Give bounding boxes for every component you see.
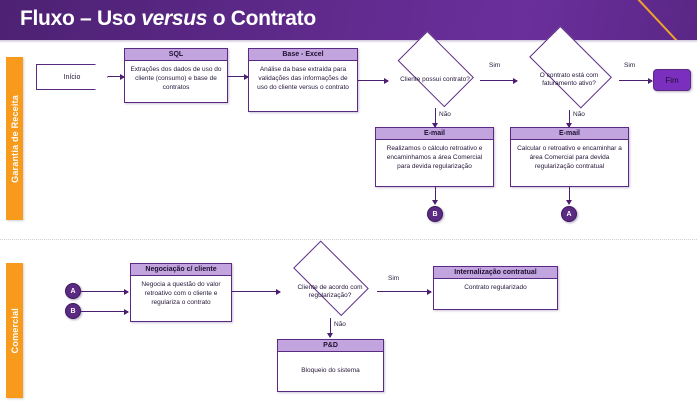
arrow-email2-to-connectora-head [565,200,572,205]
arrow-negociacao-to-decision3-line [232,291,280,292]
lane-label-garantia-de-receita: Garantia de Receita [6,57,23,220]
connector-in-b[interactable]: B [65,303,81,319]
process-box-internalizacao-title: Internalização contratual [434,267,557,279]
decision-diamond-shape [293,240,369,317]
decision-label: O contrato está com faturamento ativo? [539,71,599,88]
connector-out-b[interactable]: B [427,206,443,222]
decision-label: Cliente de acordo com regularização? [297,283,363,300]
process-box-email1-title: E-mail [376,128,493,140]
slide-header: Fluxo – Uso versus o Contrato [0,0,697,40]
arrow-decision1-nao-head [431,123,438,128]
process-box-ped-title: P&D [278,340,383,352]
edge-label-decision2-sim: Sim [624,62,636,69]
connector-in-a[interactable]: A [65,283,81,299]
end-node-fim[interactable]: Fim [653,69,691,91]
process-box-base-excel[interactable]: Base - Excel Análise da base extraída pa… [248,48,358,112]
decision-faturamento-ativo[interactable]: O contrato está com faturamento ativo? [519,25,619,110]
arrow-inicio-to-sql-line [108,76,124,77]
process-box-email-retroativo[interactable]: E-mail Realizamos o cálculo retroativo e… [375,127,494,187]
arrow-connectorb-to-negociacao-head [124,308,129,315]
process-box-base-excel-body: Análise da base extraída para validações… [257,66,349,91]
arrow-sql-to-excel-line [228,76,248,77]
gold-diagonal-accent [629,0,697,40]
header-shadow [0,40,697,43]
lane-label-comercial: Comercial [6,263,23,398]
arrow-sql-to-excel-head [244,73,249,80]
arrow-decision3-nao-head [326,333,333,338]
page-title-part1: Fluxo – Uso [20,7,142,30]
arrow-email1-to-connectorb-head [431,200,438,205]
arrow-inicio-to-sql-head [120,73,125,80]
arrow-email2-to-connectora-line [569,187,570,203]
arrow-decision2-sim-line [619,80,652,81]
page-title-part2: o Contrato [207,7,316,30]
edge-label-decision3-sim: Sim [388,275,400,282]
arrow-negociacao-to-decision3-head [276,288,281,295]
process-box-email2-body: Calcular o retroativo e encaminhar a áre… [517,145,622,170]
decision-label: Cliente possui contrato? [400,75,470,83]
arrow-decision1-sim-head [513,77,518,84]
arrow-decision2-sim-head [648,77,653,84]
connector-label: A [566,210,572,218]
arrow-excel-to-decision1-line [358,80,388,81]
decision-cliente-possui-contrato[interactable]: Cliente possui contrato? [390,31,480,108]
decision-cliente-de-acordo[interactable]: Cliente de acordo com regularização? [283,240,377,318]
connector-label: A [70,287,76,295]
process-box-negociacao-cliente[interactable]: Negociação c/ cliente Negocia a questão … [130,263,232,322]
lane-divider [0,239,697,240]
arrow-connectora-to-negociacao-line [81,291,128,292]
start-node-label: Início [63,73,81,81]
edge-label-decision1-nao: Não [439,111,451,118]
process-box-internalizacao-body: Contrato regularizado [464,284,527,291]
arrow-decision3-sim-line [377,291,431,292]
process-box-sql[interactable]: SQL Extrações dos dados de uso do client… [124,48,228,103]
end-node-label: Fim [665,75,679,85]
process-box-email2-title: E-mail [511,128,628,140]
lane-label-text: Garantia de Receita [9,94,20,183]
page-title-emphasis: versus [141,7,208,30]
process-box-sql-title: SQL [125,49,227,61]
arrow-email1-to-connectorb-line [435,187,436,203]
connector-label: B [432,210,438,218]
arrow-decision3-sim-head [427,288,432,295]
page-title: Fluxo – Uso versus o Contrato [20,7,316,31]
process-box-sql-body: Extrações dos dados de uso do cliente (c… [130,66,222,91]
process-box-internalizacao-contratual[interactable]: Internalização contratual Contrato regul… [433,266,558,310]
process-box-base-excel-title: Base - Excel [249,49,357,61]
process-box-ped[interactable]: P&D Bloqueio do sistema [277,339,384,392]
start-node-inicio[interactable]: Início [36,64,108,90]
connector-out-a[interactable]: A [561,206,577,222]
edge-label-decision3-nao: Não [334,321,346,328]
process-box-email1-body: Realizamos o cálculo retroativo e encami… [386,145,483,170]
process-box-ped-body: Bloqueio do sistema [301,367,360,374]
arrow-decision1-sim-line [480,80,517,81]
arrow-connectora-to-negociacao-head [124,288,129,295]
arrow-decision1-nao-line [435,108,436,127]
lane-label-text: Comercial [9,307,20,354]
process-box-negociacao-title: Negociação c/ cliente [131,264,231,276]
connector-label: B [70,307,76,315]
arrow-excel-to-decision1-head [384,77,389,84]
process-box-negociacao-body: Negocia a questão do valor retroativo co… [141,281,221,306]
edge-label-decision2-nao: Não [573,111,585,118]
arrow-decision3-nao-line [330,318,331,337]
process-box-email-contratual[interactable]: E-mail Calcular o retroativo e encaminha… [510,127,629,187]
edge-label-decision1-sim: Sim [489,62,501,69]
arrow-connectorb-to-negociacao-line [81,311,128,312]
arrow-decision2-nao-line [569,110,570,127]
arrow-decision2-nao-head [565,123,572,128]
